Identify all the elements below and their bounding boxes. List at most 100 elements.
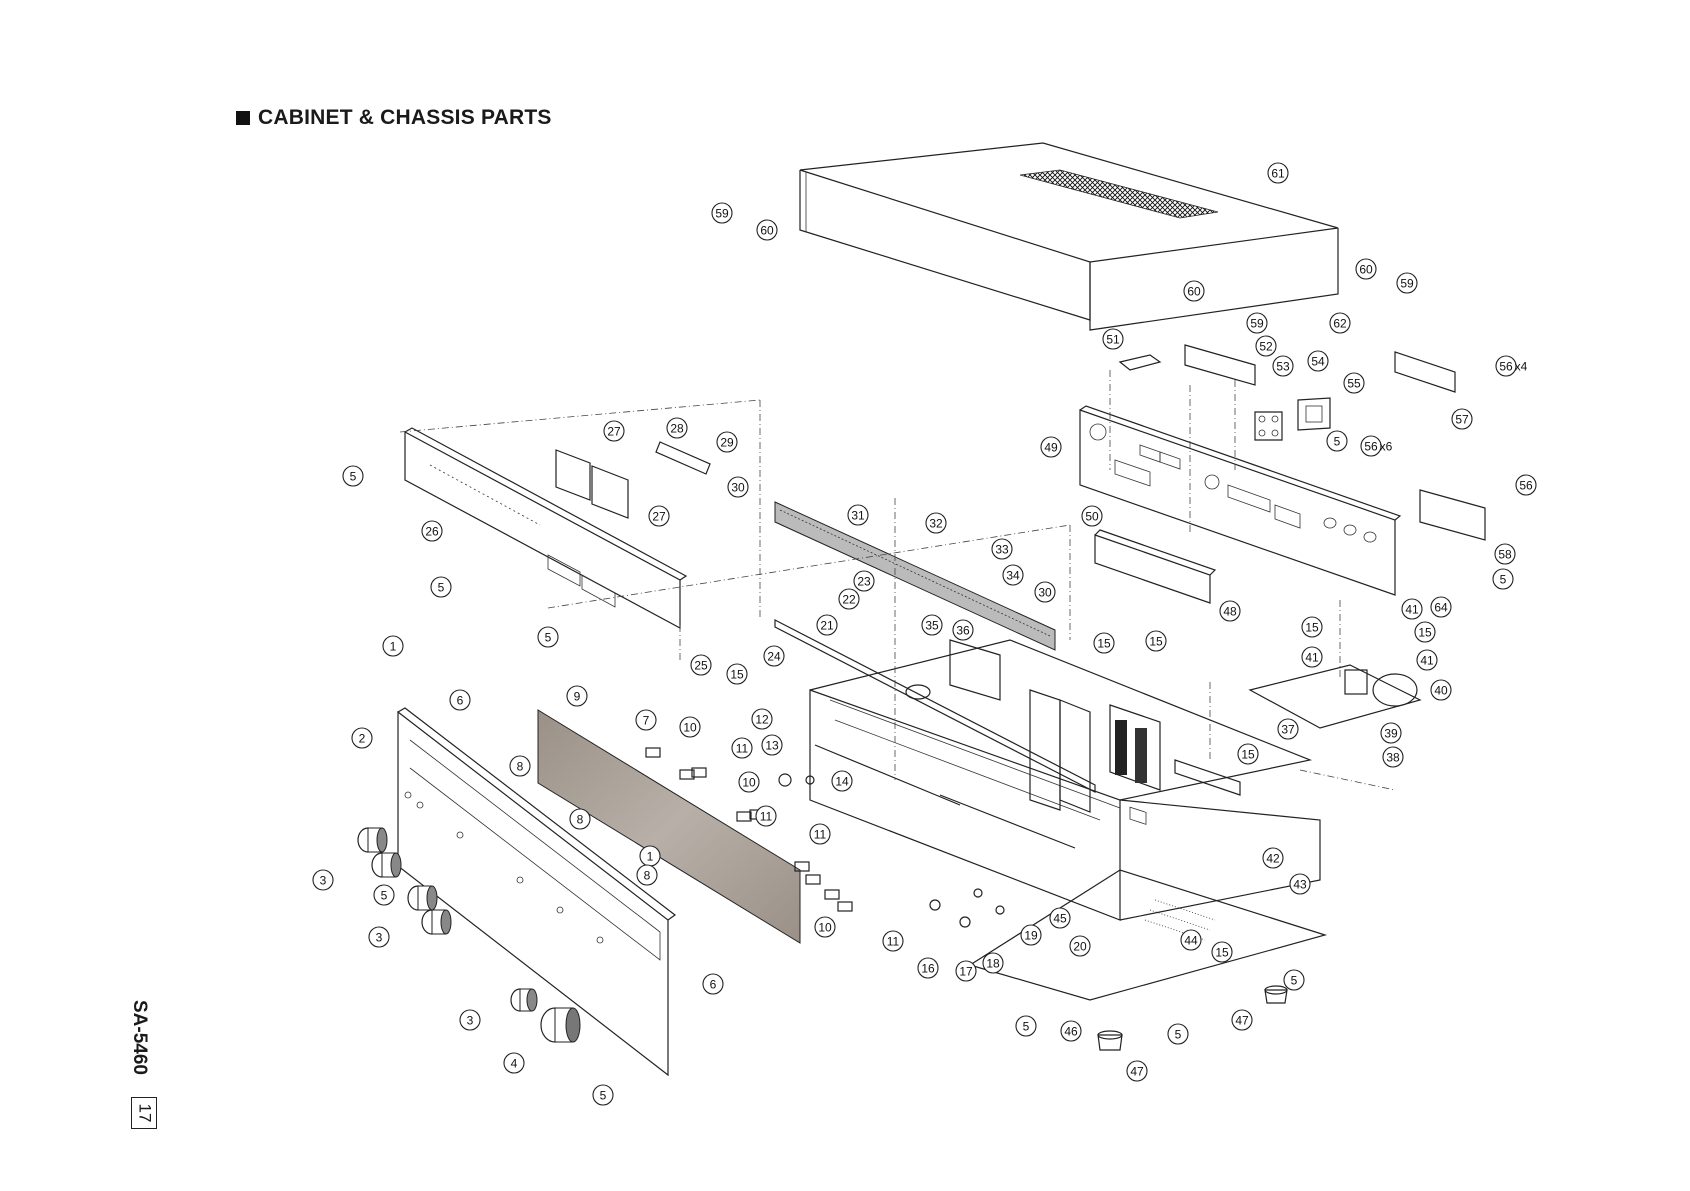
callout-circle (1301, 616, 1323, 638)
callout-circle (1102, 328, 1124, 350)
callout-47: 47 (1231, 1009, 1253, 1031)
callout-29: 29 (716, 431, 738, 453)
callout-circle (711, 202, 733, 224)
callout-circle (1093, 632, 1115, 654)
callout-circle (816, 614, 838, 636)
callout-label: 20 (1073, 940, 1087, 954)
callout-label: 5 (1334, 435, 1341, 449)
callout-label: 11 (814, 828, 827, 842)
callout-label: 36 (956, 624, 970, 638)
callout-28: 28 (666, 417, 688, 439)
callout-label: 31 (851, 509, 865, 523)
callout-label: 41 (1305, 651, 1319, 665)
callout-label: 11 (887, 935, 900, 949)
callout-3: 3 (312, 869, 334, 891)
callout-label: 47 (1235, 1014, 1249, 1028)
callout-1: 1 (639, 845, 661, 867)
callout-41: 41 (1401, 598, 1423, 620)
callout-label: 53 (1276, 360, 1290, 374)
callout-circle (1283, 969, 1305, 991)
callout-64: 64 (1430, 596, 1452, 618)
callout-circle (991, 538, 1013, 560)
callout-circle (421, 520, 443, 542)
callout-label: 12 (755, 713, 769, 727)
callout-circle (1360, 435, 1382, 457)
callout-circle (1301, 646, 1323, 668)
callout-label: 29 (720, 436, 734, 450)
callout-60: 60 (1183, 280, 1205, 302)
callout-1: 1 (382, 635, 404, 657)
callout-circle (368, 926, 390, 948)
callout-label: 9 (574, 690, 581, 704)
callout-label: 51 (1106, 333, 1120, 347)
callout-49: 49 (1040, 436, 1062, 458)
callout-label: 15 (1418, 626, 1432, 640)
callout-36: 36 (952, 619, 974, 641)
callout-circle (831, 770, 853, 792)
callout-27: 27 (648, 505, 670, 527)
callout-circle (430, 576, 452, 598)
callout-17: 17 (955, 960, 977, 982)
callout-label: 23 (857, 575, 871, 589)
callout-circle (312, 869, 334, 891)
page-number-box: 17 (131, 1097, 157, 1129)
callout-11: 11 (755, 805, 777, 827)
callout-circle (1396, 272, 1418, 294)
callout-35: 35 (921, 614, 943, 636)
callout-label: 11 (760, 810, 773, 824)
callout-label: 40 (1434, 684, 1448, 698)
callout-24: 24 (763, 645, 785, 667)
callout-label: 5 (600, 1089, 607, 1103)
callout-label: 38 (1386, 751, 1400, 765)
callout-circle (1145, 630, 1167, 652)
callout-2: 2 (351, 727, 373, 749)
callout-circle (726, 663, 748, 685)
callout-label: 8 (577, 813, 584, 827)
callout-59: 59 (1246, 312, 1268, 334)
callout-41: 41 (1301, 646, 1323, 668)
callout-44: 44 (1180, 929, 1202, 951)
callout-56: 56 (1515, 474, 1537, 496)
callout-label: 13 (765, 739, 779, 753)
callout-10: 10 (738, 771, 760, 793)
callout-54: 54 (1307, 350, 1329, 372)
callout-circle (847, 504, 869, 526)
callout-label: 47 (1130, 1065, 1144, 1079)
pcb-40 (1248, 664, 1422, 729)
callout-5: 5 (430, 576, 452, 598)
callout-circle (738, 771, 760, 793)
callout-5: 5 (1492, 568, 1514, 590)
callout-46: 46 (1060, 1020, 1082, 1042)
callout-label: 48 (1223, 605, 1237, 619)
callout-5: 5 (1167, 1023, 1189, 1045)
callout-label: 3 (467, 1014, 474, 1028)
callout-label: 5 (1023, 1020, 1030, 1034)
callout-circle (503, 1052, 525, 1074)
callout-label: 15 (1305, 621, 1319, 635)
callout-circle (666, 417, 688, 439)
callout-51: 51 (1102, 328, 1124, 350)
callout-circle (1069, 935, 1091, 957)
callout-6: 6 (449, 689, 471, 711)
callout-26: 26 (421, 520, 443, 542)
callout-label: 2 (359, 732, 366, 746)
callout-label: 17 (959, 965, 973, 979)
callout-19: 19 (1020, 924, 1042, 946)
switch-parts (645, 744, 1076, 928)
callout-label: 59 (715, 207, 729, 221)
callout-circle (569, 808, 591, 830)
callout-circle (1494, 543, 1516, 565)
callout-52: 52 (1255, 335, 1277, 357)
callout-circle (853, 570, 875, 592)
callout-circle (1289, 873, 1311, 895)
callout-label: 19 (1024, 929, 1038, 943)
callout-circle (1262, 847, 1284, 869)
callout-label: 34 (1006, 569, 1020, 583)
callout-circle (1237, 743, 1259, 765)
callout-label: 59 (1250, 317, 1264, 331)
callout-label: 3 (376, 931, 383, 945)
callout-label: 50 (1085, 510, 1099, 524)
callout-label: 39 (1384, 727, 1398, 741)
